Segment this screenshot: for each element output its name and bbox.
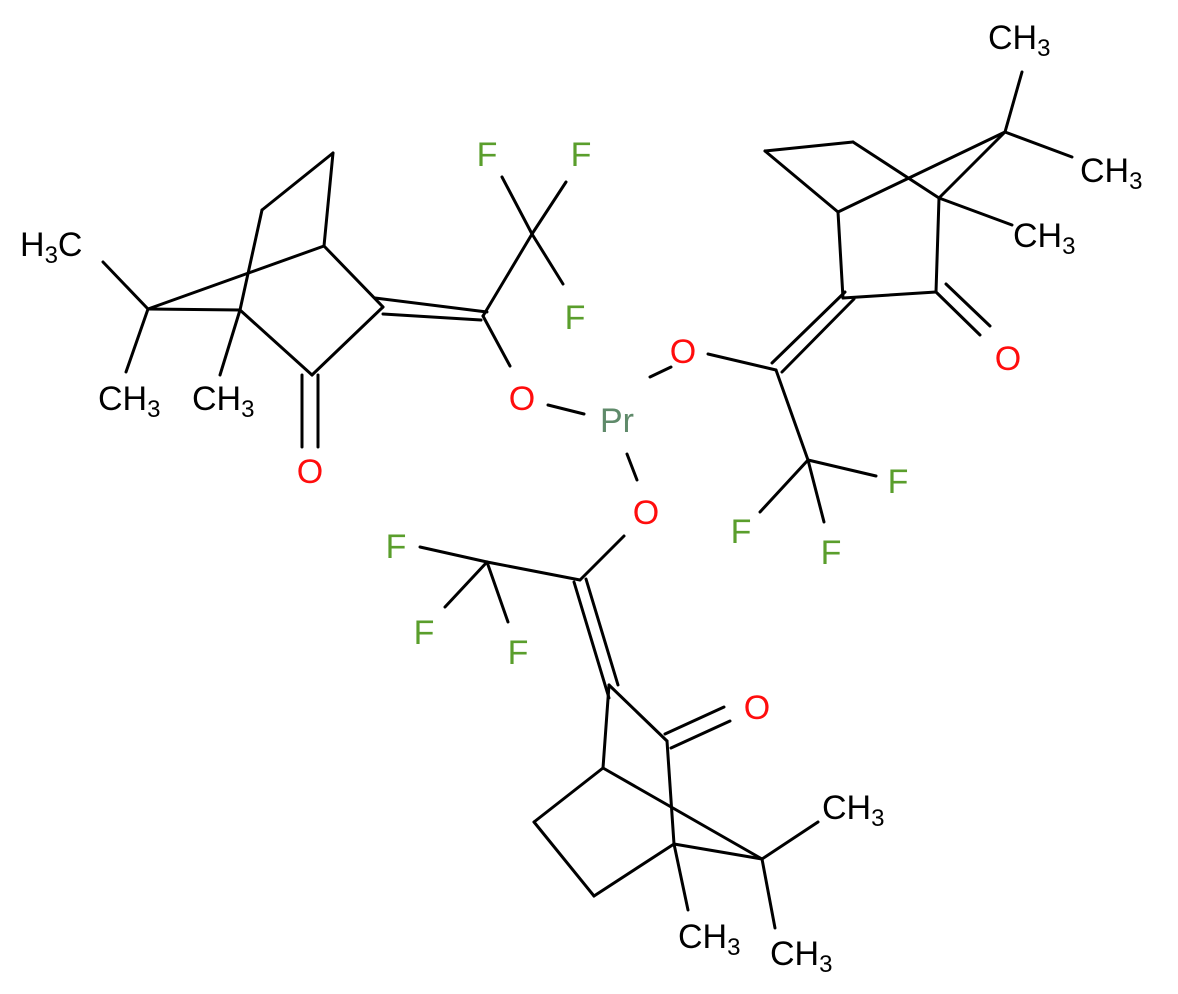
bond [592, 842, 676, 898]
bond [601, 683, 611, 770]
bond [238, 308, 314, 377]
bond [532, 820, 596, 898]
bond [851, 140, 941, 200]
bond [836, 210, 845, 300]
bond [310, 305, 385, 377]
bond [774, 368, 810, 462]
fluorine-atom: F [571, 136, 592, 174]
bond [443, 560, 489, 609]
methyl-group: CH3 [988, 19, 1050, 62]
bond [625, 452, 639, 482]
methyl-group: CH3 [98, 380, 160, 423]
bond [937, 130, 1007, 200]
bond [124, 307, 150, 374]
bond [1003, 130, 1074, 159]
bond [1003, 70, 1024, 134]
bond [934, 290, 982, 337]
bond [260, 151, 335, 212]
fluorine-atom: F [477, 136, 498, 174]
methyl-group: CH3 [770, 935, 832, 978]
bond [760, 857, 777, 930]
bond [706, 352, 778, 372]
bond [146, 307, 242, 312]
bond [601, 766, 764, 861]
bond [648, 365, 673, 379]
bond [238, 208, 264, 312]
bond [481, 314, 512, 368]
bond [500, 175, 534, 236]
bond [760, 820, 820, 861]
fluorine-atom: F [414, 614, 435, 652]
bond [763, 140, 855, 153]
oxygen-atom: O [633, 494, 659, 532]
fluorine-atom: F [508, 634, 529, 672]
bond [607, 683, 669, 743]
bonds [101, 70, 1074, 930]
bond [481, 232, 534, 318]
bond [530, 180, 568, 236]
bond [578, 534, 626, 582]
bond [780, 297, 856, 374]
bond [806, 458, 878, 478]
methyl-group: CH3 [678, 918, 740, 961]
methyl-group: CH3 [192, 380, 254, 423]
fluorine-atom: F [731, 513, 752, 551]
bond [806, 458, 826, 524]
methyl-group: H3C [20, 226, 82, 269]
bond [485, 560, 510, 624]
bond [485, 560, 582, 582]
bond [672, 842, 764, 861]
oxygen-atom: O [670, 333, 696, 371]
oxygen-atom: O [995, 340, 1021, 378]
bond [546, 403, 586, 416]
bond [532, 766, 605, 824]
bond [418, 545, 489, 564]
bond [937, 196, 1014, 227]
bond [944, 282, 992, 328]
bond [841, 290, 938, 300]
bond [322, 244, 385, 309]
fluorine-atom: F [888, 463, 909, 501]
bond [218, 308, 242, 377]
bond [101, 260, 150, 311]
praseodymium-atom: Pr [600, 402, 634, 440]
atom-labels: Pr O O O O O O F F F F F F F F F H3C CH3… [20, 19, 1142, 978]
bond [322, 151, 335, 248]
bond [572, 580, 611, 700]
fluorine-atom: F [821, 534, 842, 572]
methyl-group: CH3 [822, 789, 884, 832]
bond [530, 232, 565, 286]
bond [381, 312, 483, 322]
bond [669, 719, 732, 750]
methyl-group: CH3 [1013, 217, 1075, 260]
oxygen-atom: O [744, 689, 770, 727]
oxygen-atom: O [509, 380, 535, 418]
bond [663, 705, 726, 736]
bond [373, 296, 489, 314]
fluorine-atom: F [386, 528, 407, 566]
bond [934, 196, 941, 294]
bond [146, 244, 326, 311]
bond [584, 577, 620, 687]
bond [763, 149, 840, 214]
bond [672, 842, 690, 912]
bond [836, 130, 1007, 214]
bond [665, 739, 676, 846]
methyl-group: CH3 [1080, 152, 1142, 195]
bond [770, 290, 847, 365]
oxygen-atom: O [297, 453, 323, 491]
bond [758, 458, 810, 514]
fluorine-atom: F [565, 299, 586, 337]
